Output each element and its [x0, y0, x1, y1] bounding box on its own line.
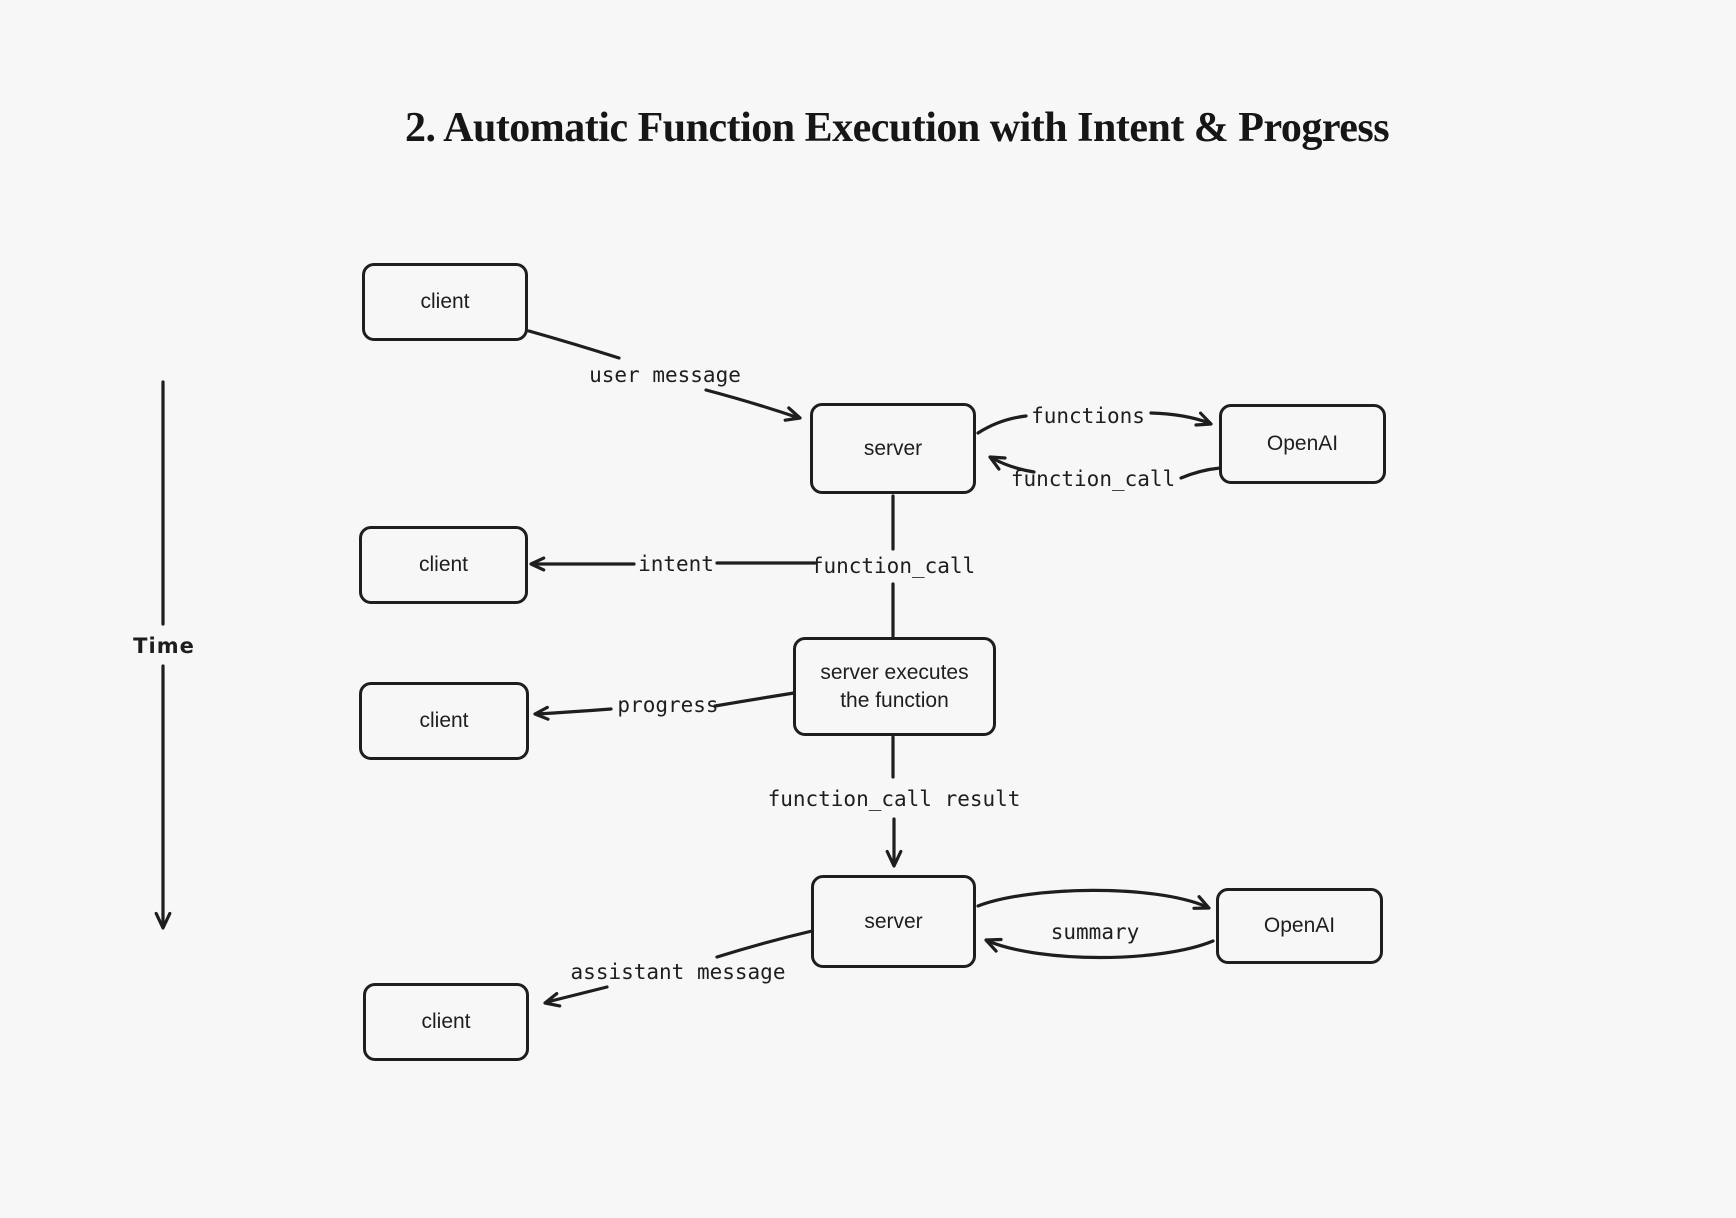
arrow-function-call-return: [988, 455, 1222, 480]
arrow-intent: [529, 556, 817, 572]
node-client-2-label: client: [418, 553, 469, 576]
edge-label-function-call-top: function_call: [1010, 467, 1176, 491]
node-server-executes-label-line2: the function: [840, 688, 949, 712]
edge-label-progress: progress: [617, 693, 719, 717]
node-openai-1-label: OpenAI: [1266, 432, 1339, 455]
node-client-4-label: client: [421, 1010, 471, 1033]
arrow-function-call-result: [885, 735, 903, 868]
edge-label-user-message: user message: [589, 363, 741, 387]
node-client-3: client: [359, 682, 529, 760]
arrow-summary-to-server: [984, 937, 1215, 960]
node-client-1-label: client: [420, 290, 470, 313]
node-server-executes: server executes the function: [793, 637, 996, 736]
edge-label-summary: summary: [1050, 920, 1140, 944]
node-client-1: client: [362, 263, 528, 341]
arrow-functions: [976, 411, 1213, 435]
time-axis-label: Time: [133, 634, 195, 658]
node-openai-2-label: OpenAI: [1263, 914, 1336, 937]
node-client-2: client: [359, 526, 528, 604]
arrow-user-message: [527, 329, 802, 422]
node-server-executes-label-line1: server executes: [820, 660, 969, 684]
diagram-title: 2. Automatic Function Execution with Int…: [404, 105, 1390, 151]
edge-label-function-call-mid: function_call: [810, 554, 976, 578]
arrow-assistant-message: [543, 929, 814, 1008]
edge-label-function-call-result: function_call result: [767, 787, 1021, 811]
edge-label-intent: intent: [638, 552, 714, 576]
arrow-summary-to-openai: [976, 888, 1211, 910]
node-client-3-label: client: [419, 709, 469, 732]
edge-label-functions: functions: [1031, 404, 1145, 428]
time-axis-arrow: [154, 380, 172, 930]
node-server-2: server: [811, 875, 976, 968]
node-server-1-label: server: [863, 436, 923, 460]
node-client-4: client: [363, 983, 529, 1061]
node-openai-2: OpenAI: [1216, 888, 1383, 964]
node-server-2-label: server: [864, 909, 923, 933]
node-server-1: server: [810, 403, 976, 494]
arrow-progress: [533, 691, 796, 721]
node-openai-1: OpenAI: [1219, 404, 1386, 484]
edge-label-assistant-message: assistant message: [570, 960, 786, 984]
